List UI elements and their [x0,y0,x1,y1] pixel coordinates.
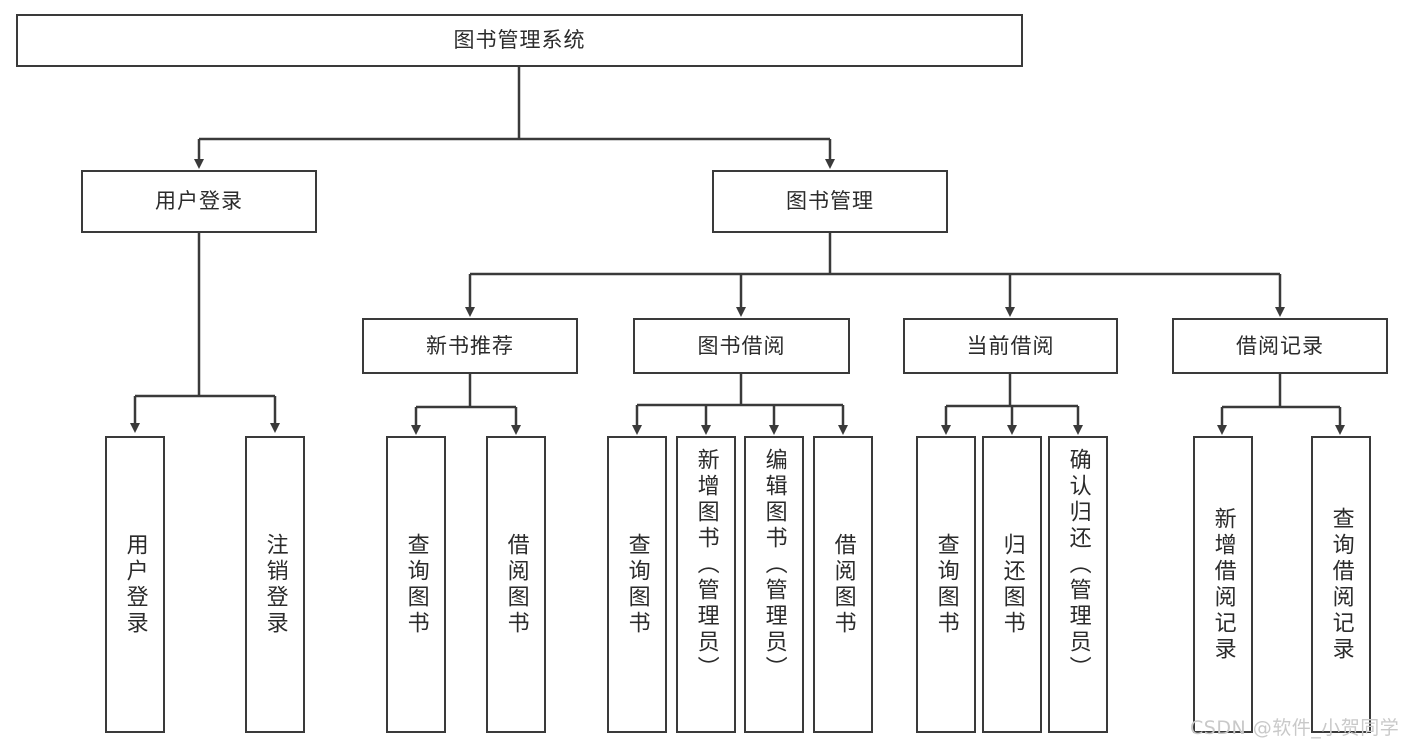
node-borrow-record[interactable]: 借阅记录 [1172,318,1388,374]
node-label: 图书管理系统 [453,28,586,53]
node-new-book-recommend[interactable]: 新书推荐 [362,318,578,374]
leaf-book-borrow-borrow-books[interactable]: 借阅图书 [813,436,873,733]
node-label: 图书管理 [786,189,874,214]
leaf-user-login-signin[interactable]: 用户登录 [105,436,165,733]
leaf-current-borrow-return-books[interactable]: 归还图书 [982,436,1042,733]
node-label: 用户登录 [122,532,148,637]
node-label: 借阅图书 [830,532,856,637]
node-user-login[interactable]: 用户登录 [81,170,317,233]
node-book-management[interactable]: 图书管理 [712,170,948,233]
node-label: 新增借阅记录 [1210,506,1236,663]
node-label: 当前借阅 [966,333,1055,358]
leaf-new-book-borrow-books[interactable]: 借阅图书 [486,436,546,733]
watermark-text: CSDN @软件_小贺同学 [1190,717,1400,739]
node-label: 注销登录 [262,532,288,637]
node-label: 查询图书 [403,532,429,637]
node-book-borrow[interactable]: 图书借阅 [633,318,850,374]
leaf-book-borrow-query-books[interactable]: 查询图书 [607,436,667,733]
node-current-borrow[interactable]: 当前借阅 [903,318,1118,374]
node-label: 新增图书（管理员） [693,448,719,682]
node-label: 归还图书 [999,532,1025,637]
leaf-current-borrow-query-books[interactable]: 查询图书 [916,436,976,733]
leaf-current-borrow-confirm-return-admin[interactable]: 确认归还（管理员） [1048,436,1108,733]
leaf-new-book-query-books[interactable]: 查询图书 [386,436,446,733]
node-label: 图书借阅 [697,333,786,358]
node-label: 借阅记录 [1236,333,1324,358]
leaf-book-borrow-add-book-admin[interactable]: 新增图书（管理员） [676,436,736,733]
node-label: 用户登录 [155,189,243,214]
node-label: 查询图书 [624,532,650,637]
leaf-borrow-record-query-record[interactable]: 查询借阅记录 [1311,436,1371,733]
node-label: 新书推荐 [426,333,514,358]
leaf-user-login-signout[interactable]: 注销登录 [245,436,305,733]
node-root-book-management-system[interactable]: 图书管理系统 [16,14,1023,67]
node-label: 编辑图书（管理员） [761,448,787,682]
node-label: 查询借阅记录 [1328,506,1354,663]
leaf-book-borrow-edit-book-admin[interactable]: 编辑图书（管理员） [744,436,804,733]
node-label: 确认归还（管理员） [1065,448,1091,682]
node-label: 查询图书 [933,532,959,637]
leaf-borrow-record-add-record[interactable]: 新增借阅记录 [1193,436,1253,733]
node-label: 借阅图书 [503,532,529,637]
